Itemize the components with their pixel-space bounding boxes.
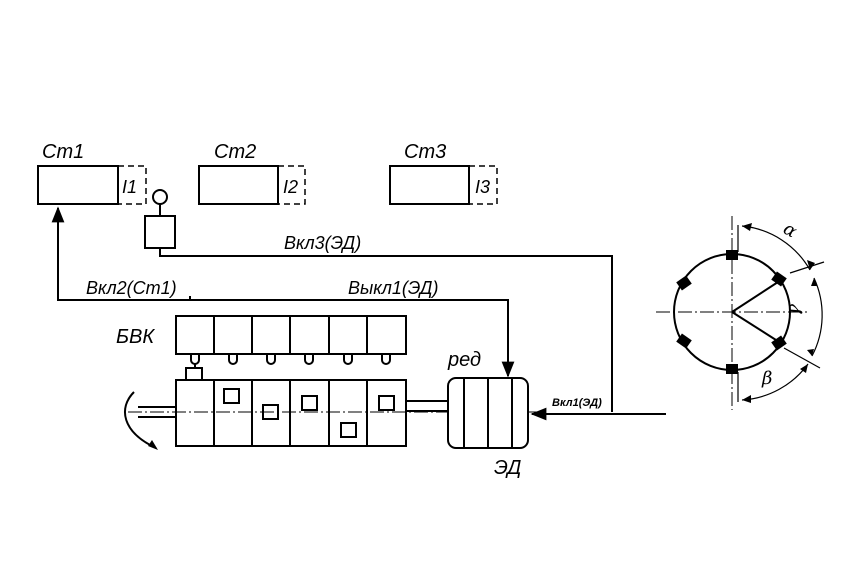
station-2-box [198,165,279,205]
station-2: Ст2 I2 [198,141,306,205]
station-2-label: Ст2 [214,141,256,163]
station-1-box [37,165,119,205]
station-1-label: Ст1 [42,141,84,163]
bvk-block: БВК [116,315,407,368]
station-3-label: Ст3 [404,141,446,163]
signal-off1: Выкл1(ЭД) [190,278,515,378]
rotation-arrow-icon [124,391,157,449]
signal-on1: Вкл1(ЭД) [530,397,666,421]
cam-drum [124,367,540,450]
drum-follower [185,367,203,381]
signal-on3-label: Вкл3(ЭД) [284,233,361,253]
signal-on2: Вкл2(Ст1) [51,206,191,301]
cam-disk: α γ β [656,216,825,410]
signal-on2-line [51,206,191,301]
sensor-1-frame [118,165,147,205]
angle-alpha-label: α [780,218,801,242]
bvk-label: БВК [116,326,155,348]
station-3-box [389,165,470,205]
station-3: Ст3 I3 [389,141,498,205]
signal-off1-line [190,299,515,378]
signal-off1-label: Выкл1(ЭД) [348,278,438,298]
angle-gamma-label: γ [782,302,805,316]
operator-device [144,189,176,249]
signal-on1-label: Вкл1(ЭД) [552,397,602,409]
motor-assembly: ред ЭД [447,349,529,479]
sensor-1-label: I1 [122,177,137,197]
station-1: Ст1 I1 [37,141,147,205]
signal-on2-label: Вкл2(Ст1) [86,278,177,298]
angle-beta-label: β [761,368,772,389]
sensor-2-label: I2 [283,177,298,197]
device-lamp-icon [152,189,168,205]
sensor-2-frame [278,165,306,205]
sensor-3-frame [469,165,498,205]
sensor-3-label: I3 [475,177,490,197]
reducer-label: ред [447,349,481,371]
device-box [144,215,176,249]
motor-label: ЭД [494,457,521,479]
signal-on3-line [159,248,613,412]
signal-on3: Вкл3(ЭД) [159,233,613,412]
